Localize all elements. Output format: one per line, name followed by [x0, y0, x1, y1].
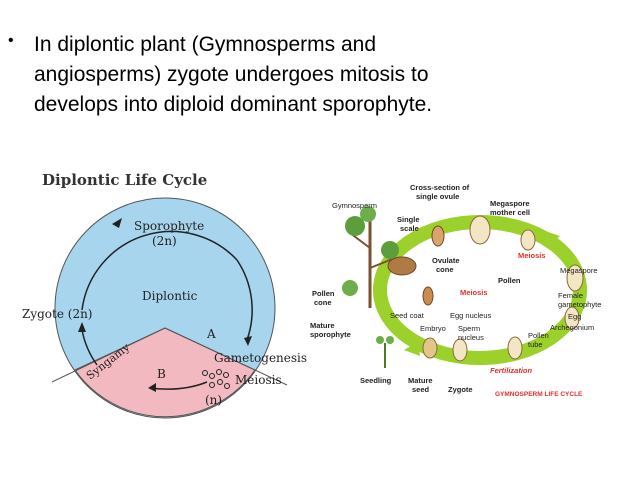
meiosis-top-label: Meiosis: [518, 251, 546, 260]
zygote-label: Zygote (2n): [22, 307, 93, 321]
ring-arrowhead-bottom: [404, 342, 420, 356]
haploid-label: (n): [205, 393, 222, 407]
mature-sporophyte-label-1: Mature: [310, 321, 335, 330]
cycle-arc-right: [236, 259, 253, 341]
embryo-label: Embryo: [420, 324, 446, 333]
seed-coat-label: Seed coat: [390, 311, 425, 320]
archegonium-shape: [564, 306, 580, 330]
gametogenesis-label: Gametogenesis: [214, 351, 307, 365]
bullet-icon: •: [8, 32, 14, 49]
sporophyte-ploidy: (2n): [152, 234, 177, 248]
egg-label: Egg: [568, 312, 581, 321]
gymnosperm-life-cycle-diagram: Gymnosperm Cross-section of single ovule…: [310, 183, 601, 398]
seedling-label: Seedling: [360, 376, 392, 385]
pollen-cone-shape: [422, 286, 434, 306]
bullet-line-3: develops into diploid dominant sporophyt…: [34, 93, 433, 116]
sperm-nucleus-label-2: nucleus: [458, 333, 484, 342]
egg-nucleus-label: Egg nucleus: [450, 311, 492, 320]
bullet-line-2: angiosperms) zygote undergoes mitosis to: [34, 63, 429, 86]
mature-seed-label-1: Mature: [408, 376, 433, 385]
haploid-region: [74, 327, 256, 418]
pollen-tube-label-2: tube: [528, 340, 543, 349]
seedling-illustration: [376, 336, 394, 368]
cross-section-ovule-shape: [469, 215, 491, 245]
gymnosperm-label: Gymnosperm: [332, 201, 377, 210]
ovulate-cone-shape: [387, 256, 417, 276]
megaspore-mother-label-1: Megaspore: [490, 199, 530, 208]
diplontic-center-label: Diplontic: [142, 289, 198, 303]
embryo-shape: [507, 336, 523, 360]
sporophyte-label: Sporophyte: [134, 219, 204, 233]
meiosis-mid-label: Meiosis: [460, 288, 488, 297]
diplontic-life-cycle-diagram: Diplontic Life Cycle Sporophyte (2n) Dip…: [22, 171, 307, 419]
cross-section-label-1: Cross-section of: [410, 183, 470, 192]
megaspore-shape: [520, 229, 536, 251]
ring-arrowhead-top: [542, 230, 560, 248]
b-arrowhead: [148, 383, 156, 392]
ovulate-cone-label-2: cone: [436, 265, 454, 274]
single-scale-label-1: Single: [397, 215, 420, 224]
female-gametophyte-shape: [566, 264, 584, 292]
female-gametophyte-label-2: gametophyte: [558, 300, 601, 309]
megaspore-mother-label-2: mother cell: [490, 208, 530, 217]
cycle-arrowhead-right: [244, 336, 252, 346]
cycle-arc: [81, 230, 238, 311]
ovulate-cone-label-1: Ovulate: [432, 256, 460, 265]
syngamy-arrowhead: [78, 322, 86, 332]
archegonium-label: Archegonium: [550, 323, 594, 332]
tree-illustration: [342, 206, 399, 308]
pollen-cone-label-2: cone: [314, 298, 332, 307]
mature-sporophyte-label-2: sporophyte: [310, 330, 351, 339]
boundary-line-left: [51, 327, 166, 383]
single-scale-shape: [431, 225, 445, 247]
label-a: A: [206, 327, 216, 341]
cross-section-label-2: single ovule: [416, 192, 459, 201]
label-b: B: [157, 367, 166, 381]
seed-shape: [422, 337, 438, 359]
pollen-label: Pollen: [498, 276, 521, 285]
bullet-line-1: In diplontic plant (Gymnosperms and: [34, 33, 376, 56]
fertilization-label: Fertilization: [490, 366, 533, 375]
meiosis-label: Meiosis: [235, 373, 282, 387]
sperm-nucleus-label-1: Sperm: [458, 324, 480, 333]
zygote-shape: [452, 338, 468, 362]
cycle-arrowhead-top: [112, 218, 122, 228]
gamete-dots: [202, 369, 230, 389]
female-gametophyte-label-1: Female: [558, 291, 583, 300]
single-scale-label-2: scale: [400, 224, 419, 233]
pollen-tube-label-1: Pollen: [528, 331, 549, 340]
megaspore-label: Megaspore: [560, 266, 598, 275]
mature-seed-label-2: seed: [412, 385, 430, 394]
bullet-text: In diplontic plant (Gymnosperms and angi…: [34, 30, 619, 120]
zygote-gymno-label: Zygote: [448, 385, 473, 394]
diagram-caption: GYMNOSPERM LIFE CYCLE: [495, 391, 583, 398]
pollen-cone-label-1: Pollen: [312, 289, 335, 298]
diplontic-title: Diplontic Life Cycle: [42, 171, 207, 189]
boundary-line-right: [164, 327, 288, 386]
